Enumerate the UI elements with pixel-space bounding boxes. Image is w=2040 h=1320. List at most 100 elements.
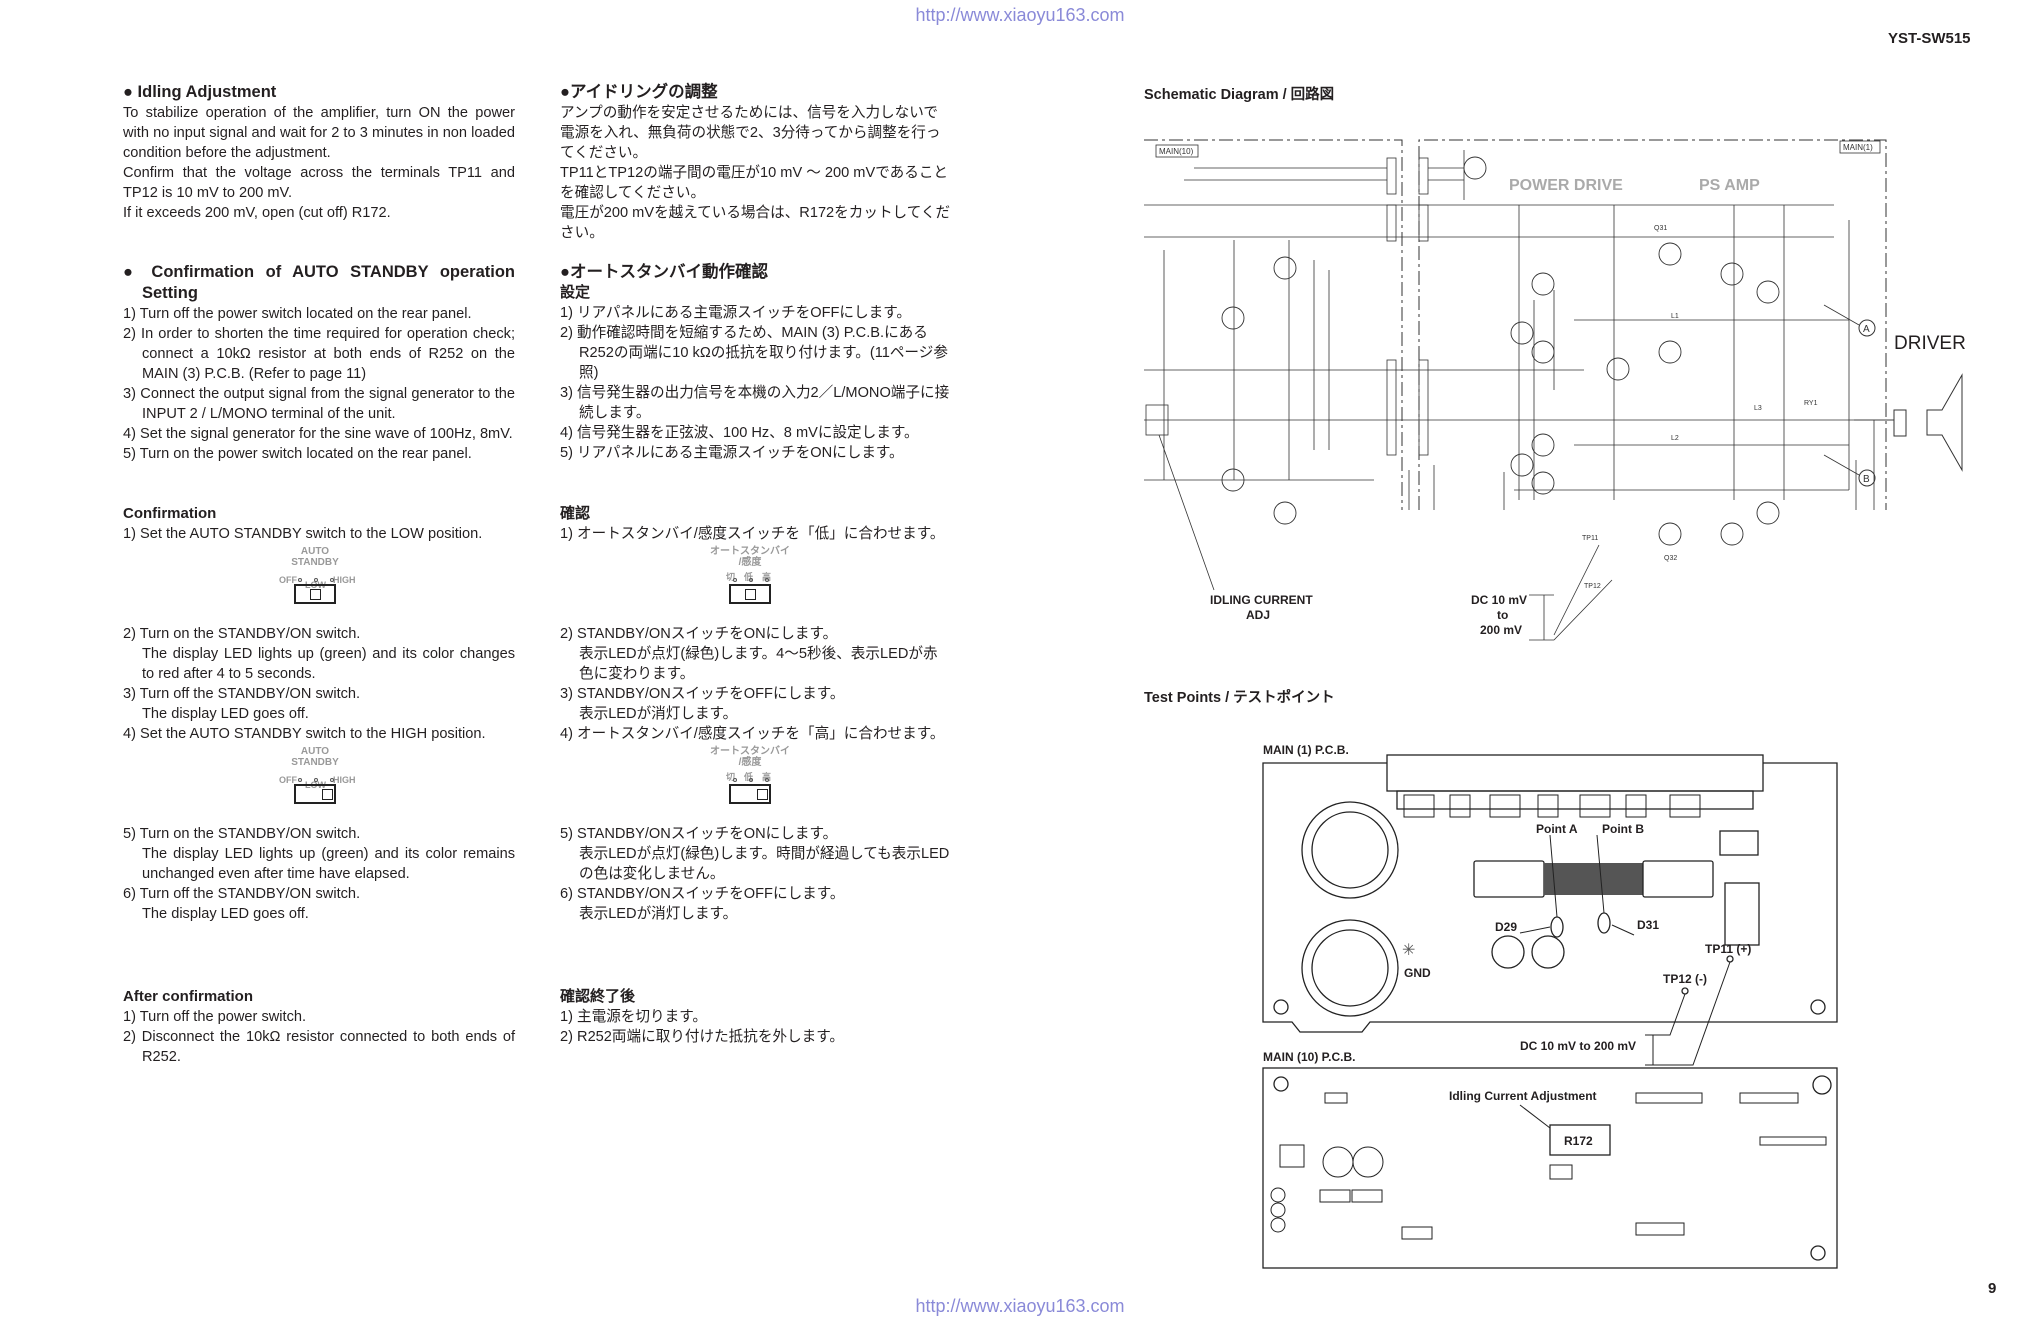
step-detail: 表示LEDが点灯(緑色)します。4～5秒後、表示LEDが赤色に変わります。: [579, 646, 938, 682]
idling-adj-label: IDLING CURRENT: [1210, 593, 1313, 607]
step: 4) オートスタンバイ/感度スイッチを「高」に合わせます。: [560, 726, 945, 742]
step: 6) STANDBY/ONスイッチをOFFにします。: [560, 886, 845, 902]
ja-confirmation-title: 確認: [560, 505, 591, 522]
step: 1) 主電源を切ります。: [560, 1009, 707, 1025]
step: 5) Turn on the power switch located on t…: [123, 446, 472, 462]
r172-label: R172: [1564, 1134, 1593, 1148]
header-url[interactable]: http://www.xiaoyu163.com: [915, 5, 1125, 25]
speaker-icon: [1926, 373, 1963, 472]
en-after-title: After confirmation: [123, 988, 254, 1005]
step: 3) STANDBY/ONスイッチをOFFにします。: [560, 686, 845, 702]
schematic-title: Schematic Diagram / 回路図: [1144, 87, 1335, 103]
step: 1) オートスタンバイ/感度スイッチを「低」に合わせます。: [560, 526, 945, 542]
footer-url[interactable]: http://www.xiaoyu163.com: [915, 1296, 1125, 1316]
auto-standby-switch-high-ja: オートスタンバイ/感度 切 低 高: [700, 746, 800, 806]
en-after-section: After confirmation 1) Turn off the power…: [123, 987, 515, 1067]
page-number: 9: [1988, 1280, 1997, 1297]
paragraph: If it exceeds 200 mV, open (cut off) R17…: [123, 205, 391, 221]
gnd-label: GND: [1404, 966, 1431, 980]
r172-box: [1145, 404, 1169, 436]
dc-range-label-3: 200 mV: [1480, 623, 1522, 637]
ja-standby-title: ●オートスタンバイ動作確認: [560, 263, 768, 281]
en-idling-title: ● Idling Adjustment: [123, 83, 277, 101]
step: 4) Set the AUTO STANDBY switch to the HI…: [123, 726, 486, 742]
connector-blocks: [1386, 157, 1429, 456]
step: 3) Turn off the STANDBY/ON switch.: [123, 686, 361, 702]
tp11-label: TP11 (+): [1705, 942, 1751, 956]
switch-high-label: 高: [762, 572, 772, 582]
switch-high-label: HIGH: [333, 575, 356, 585]
switch-title: STANDBY: [291, 557, 339, 568]
switch-title: STANDBY: [291, 757, 339, 768]
d29-marker: [1550, 916, 1564, 938]
step: 3) Connect the output signal from the si…: [123, 386, 515, 422]
ja-standby-section: ●オートスタンバイ動作確認 設定 1) リアパネルにある主電源スイッチをOFFに…: [560, 262, 952, 463]
ja-standby-subtitle: 設定: [560, 284, 591, 301]
main1-pcb-board: [1262, 762, 1838, 1033]
switch-low-label: 低: [744, 772, 754, 782]
main1-label: MAIN(1): [1843, 143, 1873, 152]
switch-title: AUTO: [300, 746, 330, 757]
r172-component: [1549, 1124, 1611, 1156]
l1-label: L1: [1671, 313, 1679, 320]
tp12-label: TP12 (-): [1663, 972, 1707, 986]
idling-adjustment-label: Idling Current Adjustment: [1449, 1089, 1597, 1103]
switch-off-label: 切: [726, 772, 736, 782]
paragraph: TP11とTP12の端子間の電圧が10 mV ～ 200 mVであることを確認し…: [560, 165, 949, 201]
ja-after-title: 確認終了後: [560, 988, 636, 1005]
test-points-diagram: MAIN (1) P.C.B. Point A Point B D29 D31 …: [1262, 743, 1838, 1269]
point-a-marker: [1858, 319, 1876, 337]
model-number: YST-SW515: [1888, 30, 1971, 47]
step: 2) In order to shorten the time required…: [123, 326, 515, 382]
switch-title: AUTO: [300, 546, 330, 557]
step-detail: 表示LEDが消灯します。: [579, 906, 738, 922]
tp11-label: TP11: [1582, 535, 1598, 542]
switch-knob: [745, 589, 756, 600]
paragraph: To stabilize operation of the amplifier,…: [123, 105, 515, 161]
step: 1) Turn off the power switch.: [123, 1009, 307, 1025]
en-confirmation-title: Confirmation: [123, 505, 217, 522]
switch-high-label: HIGH: [333, 775, 356, 785]
step: 1) Turn off the power switch located on …: [123, 306, 472, 322]
main10-pcb-board: [1262, 1067, 1838, 1269]
step: 4) Set the signal generator for the sine…: [123, 426, 513, 442]
ja-confirmation-section: 確認 1) オートスタンバイ/感度スイッチを「低」に合わせます。 オートスタンバ…: [560, 504, 952, 924]
idling-adj-label-2: ADJ: [1246, 608, 1270, 622]
switch-title: オートスタンバイ: [710, 746, 790, 757]
q32-label: Q32: [1664, 555, 1677, 562]
ja-after-section: 確認終了後 1) 主電源を切ります。 2) R252両端に取り付けた抵抗を外しま…: [560, 987, 952, 1047]
step: 4) 信号発生器を正弦波、100 Hz、8 mVに設定します。: [560, 425, 919, 441]
step: 1) リアパネルにある主電源スイッチをOFFにします。: [560, 305, 911, 321]
switch-title: /感度: [738, 757, 762, 768]
driver-label: DRIVER: [1894, 333, 1966, 354]
switch-title: /感度: [738, 557, 762, 568]
dc-range-label: DC 10 mV to 200 mV: [1520, 1039, 1636, 1053]
main10-pcb-label: MAIN (10) P.C.B.: [1263, 1050, 1355, 1064]
en-standby-title: ● Confirmation of AUTO STANDBY operation…: [123, 263, 515, 302]
step-detail: 表示LEDが消灯します。: [579, 706, 738, 722]
en-confirmation-section: Confirmation 1) Set the AUTO STANDBY swi…: [123, 504, 515, 924]
ps-amp-label: PS AMP: [1699, 177, 1760, 194]
step: 5) Turn on the STANDBY/ON switch.: [123, 826, 361, 842]
switch-knob: [310, 589, 321, 600]
ja-idling-section: ●アイドリングの調整 アンプの動作を安定させるためには、信号を入力しないで電源を…: [560, 82, 952, 243]
dc-range-label-2: to: [1497, 608, 1508, 622]
step: 5) リアパネルにある主電源スイッチをONにします。: [560, 445, 904, 461]
schematic-diagram: MAIN(10) MAIN(1) POWER DRIVE PS AMP Q31 …: [1144, 139, 1966, 641]
dc-range-label: DC 10 mV: [1471, 593, 1527, 607]
step-detail: The display LED lights up (green) and it…: [142, 846, 515, 882]
main10-label: MAIN(10): [1159, 147, 1194, 156]
step: 3) 信号発生器の出力信号を本機の入力2／L/MONO端子に接続します。: [560, 385, 950, 421]
ja-idling-title: ●アイドリングの調整: [560, 83, 718, 101]
step-detail: The display LED goes off.: [142, 706, 309, 722]
point-a-label: A: [1863, 324, 1870, 335]
switch-low-label: 低: [744, 572, 754, 582]
en-standby-section: ● Confirmation of AUTO STANDBY operation…: [123, 262, 515, 464]
wires: [1144, 150, 1894, 510]
d31-marker: [1597, 912, 1611, 934]
step: 2) 動作確認時間を短縮するため、MAIN (3) P.C.B.にあるR252の…: [560, 325, 948, 381]
paragraph: 電圧が200 mVを越えている場合は、R172をカットしてください。: [560, 205, 951, 241]
switch-off-label: OFF: [279, 575, 297, 585]
